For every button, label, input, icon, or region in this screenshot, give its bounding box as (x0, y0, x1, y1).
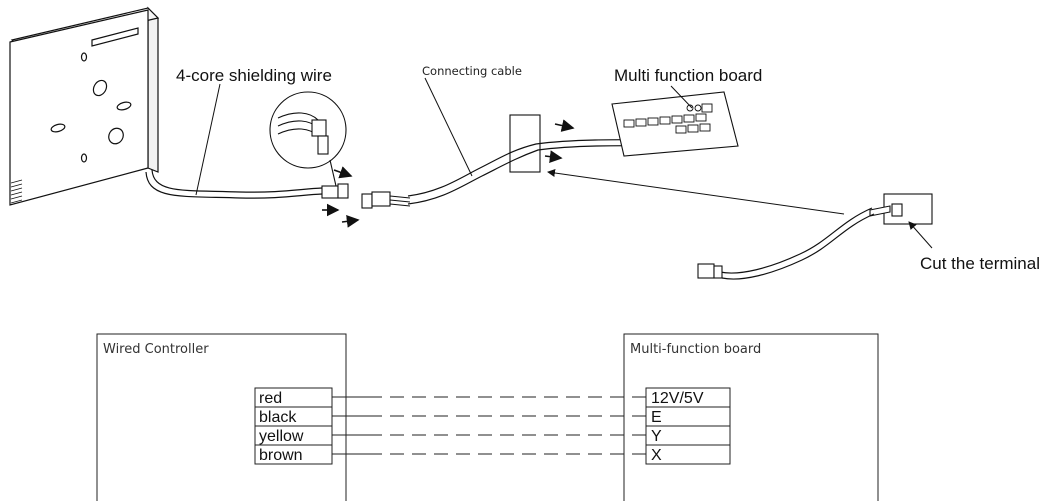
terminal-12v-5v: 12V/5V (651, 390, 704, 407)
terminal-plug (869, 203, 903, 217)
board-leader (670, 85, 693, 109)
connecting-cable-label: Connecting cable (422, 64, 522, 78)
cut-terminal-label: Cut the terminal (920, 254, 1040, 273)
left-terminal-block (254, 387, 333, 465)
terminal-y: Y (651, 428, 662, 445)
wired-controller-box-title: Wired Controller (103, 342, 209, 357)
terminal-yellow: yellow (259, 428, 304, 445)
multi-function-board-box (623, 333, 879, 501)
replacement-arrow (547, 169, 845, 215)
board-arrows (544, 119, 575, 163)
terminal-box (883, 193, 933, 225)
wired-controller-box (96, 333, 347, 501)
insertion-arrows (322, 166, 360, 228)
terminal-brown: brown (259, 447, 303, 464)
loose-connector (697, 263, 723, 279)
cut-wire-cable (719, 207, 875, 280)
shielding-wire-label: 4-core shielding wire (176, 66, 332, 85)
shielding-wire-leader (195, 83, 221, 196)
terminal-e: E (651, 409, 662, 426)
multi-function-board-pcb (611, 91, 739, 157)
cut-terminal-arrow (908, 221, 933, 249)
terminal-x: X (651, 447, 662, 464)
multi-function-board-box-title: Multi-function board (630, 342, 761, 357)
connecting-cable-leader (424, 77, 473, 177)
vent-lines (10, 179, 23, 204)
multi-function-board-label: Multi function board (614, 66, 762, 85)
terminal-red: red (259, 390, 282, 407)
wired-controller-device (9, 6, 160, 206)
right-terminal-block (645, 387, 731, 465)
connector-zoom-circle (269, 91, 347, 187)
shielding-wire-cable (145, 169, 323, 199)
connection-lines (332, 396, 646, 455)
cable-junction-box (509, 114, 541, 173)
connector-pair (321, 183, 411, 209)
terminal-black: black (259, 409, 297, 426)
